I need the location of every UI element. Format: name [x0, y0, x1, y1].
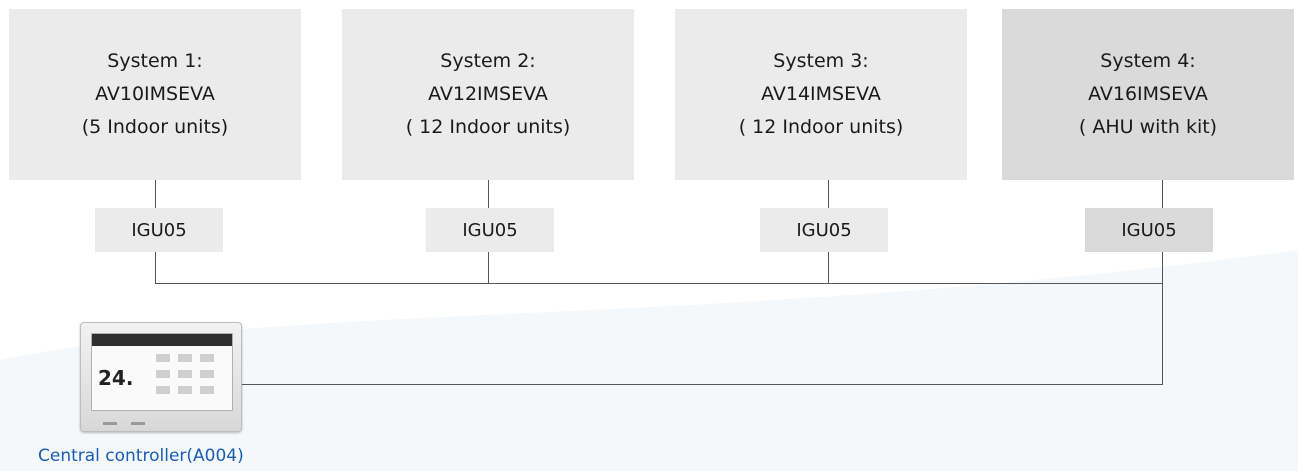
gateway-label: IGU05 [796, 219, 852, 241]
controller-screen-tile [178, 386, 192, 394]
gateway-label: IGU05 [462, 219, 518, 241]
controller-screen-tile [200, 370, 214, 378]
connector-line [1162, 252, 1163, 385]
connector-line [828, 252, 829, 283]
connector-line [828, 180, 829, 208]
system-title: System 4: [1100, 50, 1196, 72]
bus-line [155, 283, 1163, 284]
connector-line [155, 252, 156, 283]
system-model: AV12IMSEVA [428, 83, 548, 105]
system-model: AV10IMSEVA [95, 83, 215, 105]
system-box-1: System 1: AV10IMSEVA (5 Indoor units) [9, 9, 301, 180]
system-units: ( AHU with kit) [1078, 116, 1218, 138]
controller-screen-tile [200, 354, 214, 362]
connector-line [155, 180, 156, 208]
gateway-box-3: IGU05 [760, 208, 888, 252]
connector-line [1162, 180, 1163, 208]
system-units: ( 12 Indoor units) [738, 116, 904, 138]
controller-screen-tile [156, 386, 170, 394]
gateway-box-4: IGU05 [1085, 208, 1213, 252]
gateway-label: IGU05 [1121, 219, 1177, 241]
controller-screen-tile [178, 354, 192, 362]
system-title: System 2: [440, 50, 536, 72]
controller-screen-topbar [92, 334, 232, 346]
controller-screen-tile [200, 386, 214, 394]
system-box-4: System 4: AV16IMSEVA ( AHU with kit) [1002, 9, 1294, 180]
connector-line [488, 180, 489, 208]
gateway-box-1: IGU05 [95, 208, 223, 252]
system-units: ( 12 Indoor units) [405, 116, 571, 138]
system-title: System 3: [773, 50, 869, 72]
controller-screen-tile [156, 354, 170, 362]
controller-screen-tile [178, 370, 192, 378]
system-box-3: System 3: AV14IMSEVA ( 12 Indoor units) [675, 9, 967, 180]
controller-link-line [242, 384, 1163, 385]
controller-button [103, 422, 117, 425]
gateway-box-2: IGU05 [426, 208, 554, 252]
controller-screen-tile [156, 370, 170, 378]
central-controller-device: 24. [80, 322, 242, 432]
system-title: System 1: [107, 50, 203, 72]
system-model: AV16IMSEVA [1088, 83, 1208, 105]
controller-label: Central controller(A004) [38, 446, 244, 466]
system-box-2: System 2: AV12IMSEVA ( 12 Indoor units) [342, 9, 634, 180]
system-model: AV14IMSEVA [761, 83, 881, 105]
system-units: (5 Indoor units) [81, 116, 229, 138]
controller-button [131, 422, 145, 425]
controller-screen: 24. [91, 333, 233, 411]
gateway-label: IGU05 [131, 219, 187, 241]
controller-temperature: 24. [98, 366, 134, 390]
connector-line [488, 252, 489, 283]
